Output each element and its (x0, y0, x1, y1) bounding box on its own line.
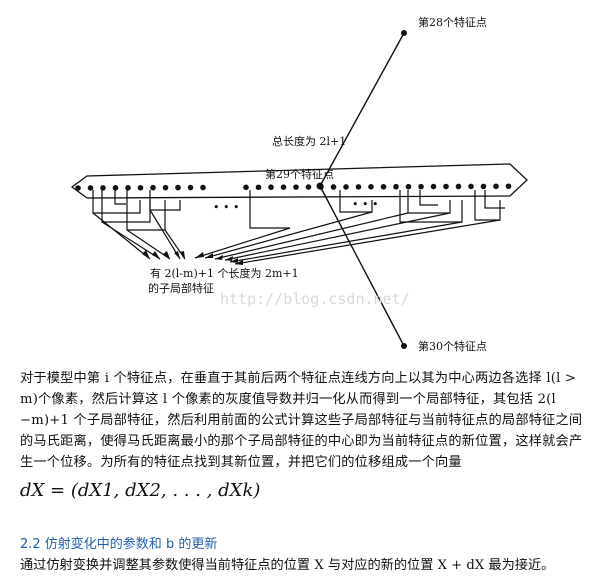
ellipsis-left: • • • (213, 201, 239, 214)
profile-dot (430, 183, 437, 190)
profile-dot (112, 185, 119, 191)
watermark: http://blog.csdn.net/ (220, 290, 410, 308)
profile-dot (75, 185, 81, 191)
profile-dot (368, 184, 374, 190)
arrowheads (142, 250, 243, 265)
profile-dot (268, 184, 274, 191)
profile-dot (480, 183, 487, 190)
profile-dot (443, 183, 449, 190)
profile-dot (150, 184, 156, 191)
formula-text: dX = (dX1, dX2, . . . , dXk) (20, 480, 261, 501)
profile-dot (162, 184, 169, 191)
ellipsis-right: • • • (352, 198, 378, 211)
profile-dot (200, 184, 206, 191)
feature-point-diagram: • • • • • • 第28个特征点 第30个特征点 第29个特征点 总长度为… (70, 15, 528, 353)
profile-dot (243, 184, 249, 191)
paragraph-text: 对于模型中第 i 个特征点，在垂直于其前后两个特征点连线方向上以其为中心两边各选… (20, 371, 583, 470)
profile-dot (137, 184, 144, 191)
profile-dot (418, 183, 424, 190)
profile-dot (125, 185, 131, 191)
profile-dot (380, 183, 387, 190)
profile-dot (405, 183, 412, 190)
feature-point-28-dot (401, 30, 407, 36)
profile-dot (255, 184, 262, 191)
profile-pixel-dots (75, 183, 512, 191)
profile-dot (280, 184, 287, 190)
line-29-to-30 (319, 185, 405, 347)
section-heading: 2.2 仿射变化中的参数和 b 的更新 (20, 537, 218, 552)
line-28-to-29 (319, 32, 405, 187)
label-sub-features-line2: 的子局部特征 (148, 281, 214, 295)
label-feature-point-29: 第29个特征点 (265, 167, 334, 181)
displacement-formula: dX = (dX1, dX2, . . . , dXk) (20, 480, 260, 501)
profile-dot (293, 184, 299, 190)
label-sub-features-line1: 有 2(l-m)+1 个长度为 2m+1 (150, 266, 299, 280)
profile-dot (87, 185, 94, 191)
feature-point-30-dot (401, 343, 407, 349)
profile-dot (505, 183, 512, 190)
profile-dot (493, 183, 499, 190)
profile-dot (355, 184, 362, 190)
profile-dot (305, 184, 312, 190)
profile-dot (187, 184, 194, 191)
arrows (92, 209, 501, 265)
profile-dot (330, 184, 337, 190)
profile-dot (100, 185, 106, 191)
closing-sentence: 通过仿射变换并调整其参数使得当前特征点的位置 X 与对应的新的位置 X + dX… (20, 558, 555, 573)
profile-dot (175, 184, 181, 191)
profile-dot (468, 183, 474, 190)
profile-dot (343, 184, 349, 190)
profile-dot (318, 184, 324, 190)
profile-dot (455, 183, 462, 190)
profile-band-outline (70, 163, 528, 199)
label-feature-point-30: 第30个特征点 (418, 339, 487, 353)
label-total-length: 总长度为 2l+1 (272, 134, 346, 148)
body-paragraph: 对于模型中第 i 个特征点，在垂直于其前后两个特征点连线方向上以其为中心两边各选… (20, 368, 585, 473)
profile-dot (393, 183, 399, 190)
label-feature-point-28: 第28个特征点 (418, 15, 487, 29)
